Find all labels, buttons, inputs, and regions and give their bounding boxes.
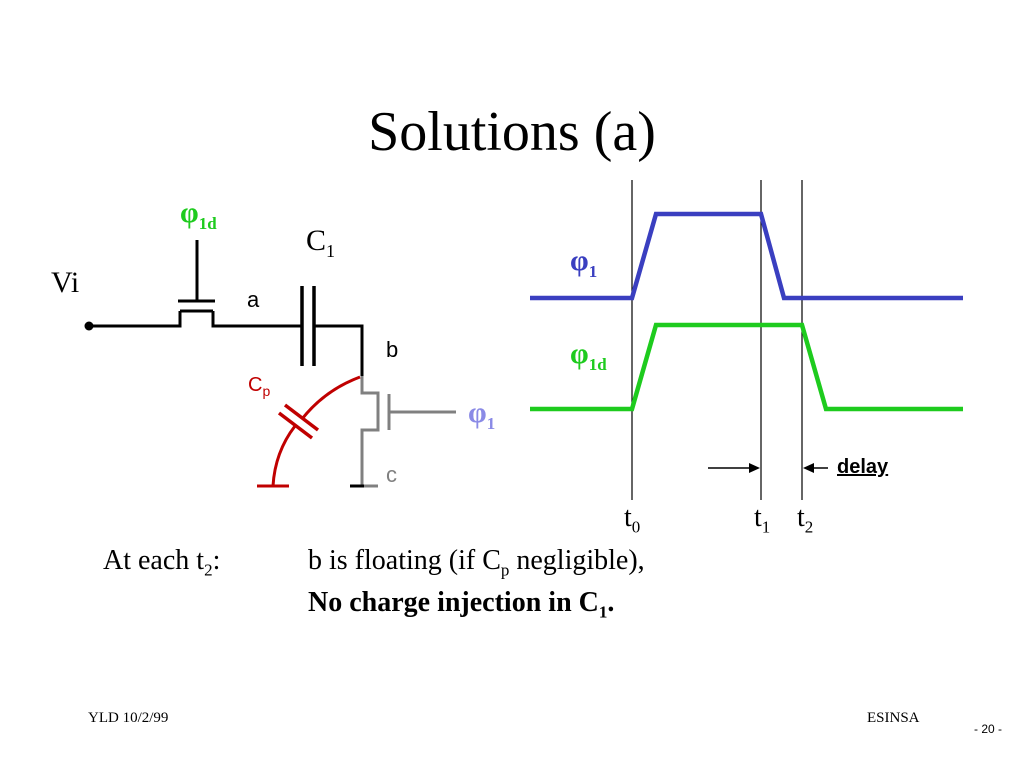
c1-label-sub: 1	[326, 241, 336, 261]
t0-label: t0	[624, 502, 640, 538]
delay-arrow-left-head	[749, 463, 760, 473]
switch1-clock-sub: 1d	[198, 214, 217, 233]
floating-statement-sub: p	[500, 560, 510, 580]
t1-label: t1	[754, 502, 770, 538]
phi1d-signal-label: φ1d	[570, 337, 607, 375]
cp-wire-upper	[300, 375, 361, 420]
condition-prefix: At each t2:	[103, 545, 220, 581]
footer-left: YLD 10/2/99	[88, 710, 169, 726]
phi1d-signal-symbol: φ	[570, 337, 589, 370]
cp-plate-2	[277, 411, 314, 440]
phi1-signal-symbol: φ	[570, 244, 589, 277]
condition-prefix-colon: :	[212, 545, 221, 576]
phi1-signal-sub: 1	[588, 262, 598, 281]
floating-statement-a: b is floating (if C	[308, 545, 501, 576]
charge-injection-sub: 1	[598, 602, 608, 622]
cp-label: Cp	[248, 374, 270, 399]
c1-label-base: C	[306, 224, 327, 257]
page-number: - 20 -	[974, 722, 1003, 736]
node-c-label: c	[386, 462, 397, 487]
phi1-waveform	[530, 211, 963, 301]
switch2-clock-sub: 1	[486, 414, 496, 433]
charge-injection-a: No charge injection in C	[308, 587, 599, 618]
wire-vi-to-switch1	[89, 311, 182, 328]
charge-injection-statement: No charge injection in C1.	[308, 587, 614, 623]
phi1d-signal-sub: 1d	[588, 355, 607, 374]
cp-label-sub: p	[262, 383, 271, 399]
floating-statement-b: negligible),	[509, 545, 645, 576]
condition-prefix-sub: 2	[204, 560, 213, 580]
t1-label-sub: 1	[761, 517, 771, 537]
footer-right: ESINSA	[867, 710, 920, 726]
input-vi-label: Vi	[51, 266, 80, 299]
t2-label-base: t	[797, 502, 805, 533]
wire-c1-to-node-b	[314, 324, 364, 376]
slide-title: Solutions (a)	[368, 101, 656, 163]
switch1-clock-symbol: φ	[180, 196, 199, 229]
condition-prefix-text: At each t	[103, 545, 205, 576]
c1-label: C1	[306, 224, 335, 262]
node-a-label: a	[247, 287, 260, 312]
t2-label: t2	[797, 502, 813, 538]
switch1-clock-label: φ1d	[180, 196, 217, 234]
delay-arrow-right-head	[803, 463, 814, 473]
wire-switch1-to-c1	[211, 311, 302, 328]
delay-label: delay	[837, 456, 889, 478]
t1-label-base: t	[754, 502, 762, 533]
floating-statement: b is floating (if Cp negligible),	[308, 545, 645, 581]
cp-plate-1	[283, 403, 320, 432]
circuit-schematic	[84, 240, 456, 488]
switch2-body	[360, 376, 380, 486]
t0-label-sub: 0	[631, 517, 641, 537]
phi1d-waveform	[530, 322, 963, 412]
cp-label-base: C	[248, 374, 263, 396]
cp-wire-lower	[271, 425, 297, 487]
switch2-clock-symbol: φ	[468, 396, 487, 429]
t0-label-base: t	[624, 502, 632, 533]
phi1-signal-label: φ1	[570, 244, 597, 282]
t2-label-sub: 2	[804, 517, 814, 537]
node-b-label: b	[386, 337, 399, 362]
timing-diagram	[530, 180, 963, 500]
switch2-clock-label: φ1	[468, 396, 495, 434]
charge-injection-b: .	[607, 587, 615, 618]
